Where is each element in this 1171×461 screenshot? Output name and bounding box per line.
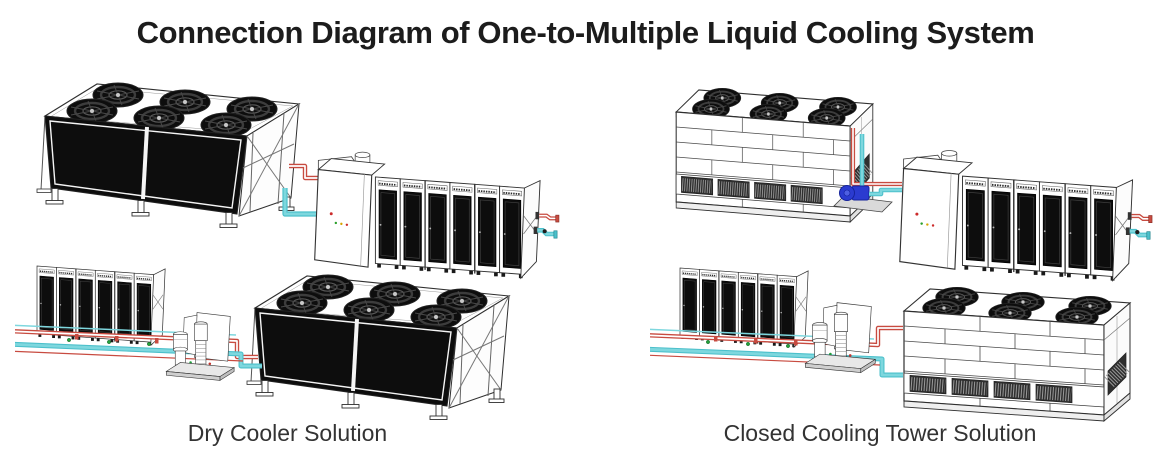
circulation-pump xyxy=(839,185,870,201)
closed-cooling-tower-solution-illustration xyxy=(650,70,1171,422)
cdu-cabinet-row-right xyxy=(900,150,1152,280)
tower-pump-and-risers xyxy=(833,128,902,213)
dry-cooler-unit-top xyxy=(37,83,299,228)
cdu-cabinet-row-left xyxy=(315,152,559,278)
pipe-valves-right xyxy=(706,336,798,348)
dry-cooler-unit-bottom xyxy=(247,275,509,420)
diagram-title: Connection Diagram of One-to-Multiple Li… xyxy=(136,15,1035,50)
pipe-valves-left xyxy=(67,334,159,346)
pump-skid-right xyxy=(804,302,876,373)
dry-cooler-solution-caption: Dry Cooler Solution xyxy=(187,420,388,446)
closed-cooling-tower-solution-caption: Closed Cooling Tower Solution xyxy=(723,420,1037,446)
cooling-tower-unit-bottom xyxy=(904,287,1130,421)
dry-cooler-solution-illustration xyxy=(15,70,560,422)
pump-skid-left xyxy=(165,312,235,381)
pipes-dry-cooler-to-cdu xyxy=(282,163,321,217)
